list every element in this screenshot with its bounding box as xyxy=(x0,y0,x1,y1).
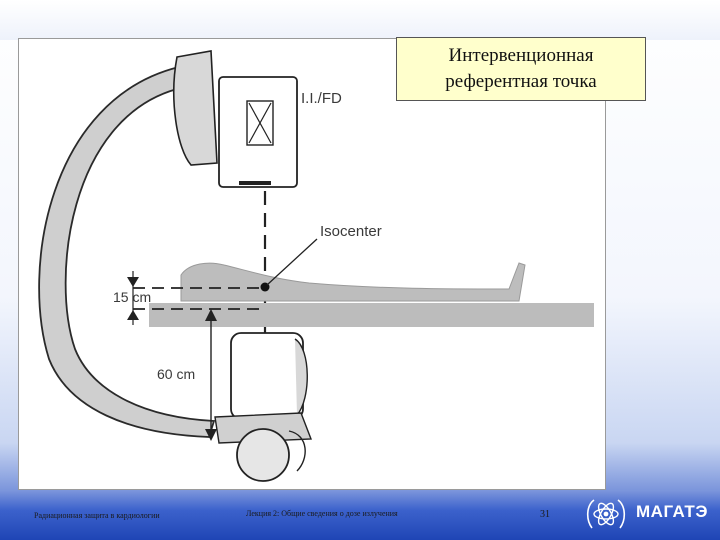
diagram-panel: I.I./FD Isocenter 15 cm 60 cm xyxy=(18,38,606,490)
c-arm-diagram: I.I./FD Isocenter 15 cm 60 cm xyxy=(38,50,594,482)
iaea-atom-emblem-icon xyxy=(586,499,626,529)
reference-point-callout: Интервенционная референтная точка xyxy=(396,37,646,101)
x-ray-tube-housing xyxy=(214,332,313,482)
detector-housing xyxy=(173,50,298,188)
dim-60cm-label: 60 cm xyxy=(157,366,195,382)
header-band xyxy=(0,0,720,40)
callout-line-1: Интервенционная xyxy=(448,45,594,66)
dim-15cm-label: 15 cm xyxy=(113,289,151,305)
patient-silhouette xyxy=(180,262,526,302)
footer-lecture: Лекция 2: Общие сведения о дозе излучени… xyxy=(246,509,398,518)
c-arm-shape xyxy=(38,65,216,438)
isocenter-label: Isocenter xyxy=(320,223,382,240)
footer-course: Радиационная защита в кардиологии xyxy=(34,511,160,520)
dimension-60cm-arrow xyxy=(205,309,217,441)
page-number: 31 xyxy=(540,509,550,520)
callout-line-2: референтная точка xyxy=(445,71,597,92)
brand-name: МАГАТЭ xyxy=(636,502,708,521)
patient-table xyxy=(149,303,594,327)
isocenter-leader xyxy=(266,238,318,286)
dimension-15cm-arrows xyxy=(127,271,139,325)
detector-label: I.I./FD xyxy=(301,90,342,107)
